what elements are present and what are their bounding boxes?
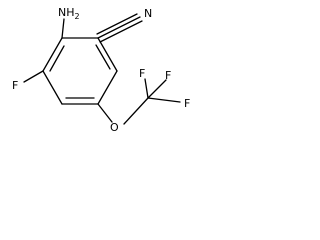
bond-c3-c4 — [97, 70, 118, 105]
amino-label: NH2 — [58, 6, 80, 21]
nitrile-nitrogen-label: N — [144, 7, 152, 20]
cf3-fluoro-top-left-label: F — [139, 67, 145, 80]
bond-c-f-left — [144, 78, 149, 99]
bond-c6-c1 — [42, 37, 63, 72]
bond-ring-o — [97, 103, 113, 123]
ether-oxygen-label: O — [110, 121, 119, 134]
cf3-fluoro-bottom-label: F — [184, 97, 190, 110]
bond-ring-f — [23, 70, 44, 83]
cf3-fluoro-top-right-label: F — [165, 69, 171, 82]
bond-c-f-bottom — [147, 97, 181, 103]
double-bond-c6-c1-inner — [49, 45, 65, 72]
chemical-structure: NH2 F N O F F F — [12, 6, 190, 134]
bond-c2-c3 — [97, 37, 118, 72]
bond-c5-c6 — [42, 70, 63, 105]
bond-ring-nh2 — [61, 18, 65, 39]
bond-c-f-right — [147, 79, 167, 99]
double-bond-c2-c3-inner — [95, 44, 111, 70]
fluoro-label: F — [12, 79, 18, 92]
benzene-ring — [42, 37, 118, 105]
nitrile-triple-bond — [96, 13, 143, 43]
bond-o-c — [123, 97, 149, 125]
